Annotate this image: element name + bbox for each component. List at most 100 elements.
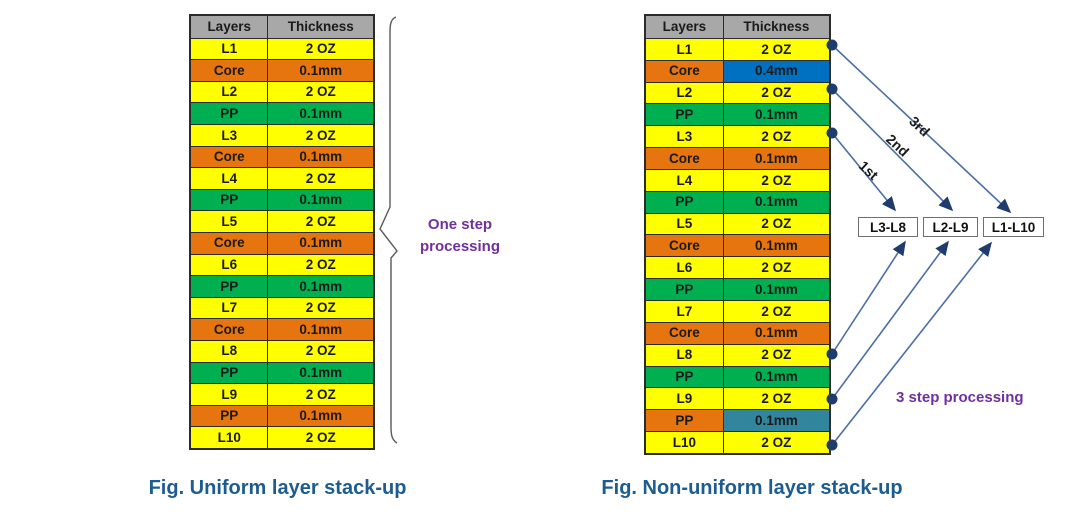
layer-name-cell: L5 <box>646 213 723 235</box>
layer-name-cell: L5 <box>191 211 268 232</box>
thickness-value-cell: 0.1mm <box>267 60 373 81</box>
layer-name-cell: L2 <box>191 81 268 103</box>
thickness-value-cell: 0.4mm <box>722 60 829 82</box>
layer-name-cell: L3 <box>191 124 268 146</box>
layer-name-cell: Core <box>646 60 723 82</box>
layer-name-cell: PP <box>191 189 268 211</box>
layer-name-cell: L1 <box>191 38 268 60</box>
layer-name-cell: L1 <box>646 38 723 60</box>
thickness-value-cell: 0.1mm <box>722 191 829 213</box>
thickness-value-cell: 0.1mm <box>722 410 829 432</box>
layer-name-cell: Core <box>191 60 268 81</box>
layer-name-cell: L7 <box>191 297 268 319</box>
thickness-value-cell: 2 OZ <box>267 38 373 60</box>
three-step-processing-note: 3 step processing <box>896 389 1024 406</box>
layer-name-cell: PP <box>191 362 268 384</box>
one-step-brace-icon <box>379 16 398 444</box>
layer-name-cell: L2 <box>646 82 723 104</box>
thickness-value-cell: 2 OZ <box>722 388 829 410</box>
thickness-value-cell: 0.1mm <box>267 319 373 340</box>
arrow-l8-to-box <box>831 240 906 355</box>
thickness-value-cell: 2 OZ <box>267 340 373 362</box>
layer-name-cell: L4 <box>646 169 723 191</box>
thickness-value-cell: 2 OZ <box>722 257 829 279</box>
table-header-row: Layers Thickness <box>646 16 829 38</box>
thickness-value-cell: 0.1mm <box>267 189 373 211</box>
thickness-value-cell: 2 OZ <box>722 344 829 366</box>
layer-name-cell: PP <box>646 366 723 388</box>
thickness-value-cell: 0.1mm <box>722 322 829 344</box>
thickness-value-cell: 2 OZ <box>267 81 373 103</box>
layer-name-cell: L9 <box>191 384 268 405</box>
thickness-value-cell: 0.1mm <box>267 146 373 168</box>
layer-name-cell: Core <box>646 148 723 169</box>
one-step-processing-note: One step processing <box>419 216 501 255</box>
thickness-value-cell: 0.1mm <box>267 362 373 384</box>
layer-name-cell: Core <box>191 232 268 254</box>
group-box-l3-l8: L3-L8 <box>858 217 918 237</box>
layer-name-cell: L6 <box>191 254 268 276</box>
thickness-value-cell: 2 OZ <box>267 254 373 276</box>
thickness-value-cell: 0.1mm <box>722 104 829 126</box>
thickness-value-cell: 2 OZ <box>267 168 373 189</box>
thickness-value-cell: 2 OZ <box>722 82 829 104</box>
thickness-value-cell: 0.1mm <box>267 405 373 427</box>
thickness-value-cell: 2 OZ <box>722 169 829 191</box>
layer-name-cell: L9 <box>646 388 723 410</box>
group-box-l1-l10: L1-L10 <box>983 217 1044 237</box>
arrow-label-1st: 1st <box>855 157 882 184</box>
layer-name-cell: L8 <box>191 340 268 362</box>
layer-name-cell: PP <box>646 191 723 213</box>
arrow-l9-to-box <box>831 240 949 400</box>
nonuniform-figure-caption: Fig. Non-uniform layer stack-up <box>601 477 903 499</box>
layer-name-cell: PP <box>191 405 268 427</box>
layer-name-cell: PP <box>646 104 723 126</box>
layers-header-cell: Layers <box>191 16 268 38</box>
layer-name-cell: L3 <box>646 126 723 148</box>
layer-name-cell: Core <box>646 322 723 344</box>
thickness-value-cell: 0.1mm <box>267 103 373 124</box>
thickness-value-cell: 2 OZ <box>267 384 373 405</box>
layer-name-cell: Core <box>646 235 723 257</box>
group-box-l2-l9: L2-L9 <box>923 217 978 237</box>
layer-name-cell: PP <box>646 410 723 432</box>
thickness-value-cell: 2 OZ <box>267 427 373 448</box>
layer-name-cell: L10 <box>191 427 268 448</box>
thickness-value-cell: 2 OZ <box>722 213 829 235</box>
layer-name-cell: Core <box>191 146 268 168</box>
layer-name-cell: PP <box>191 276 268 297</box>
layer-name-cell: L4 <box>191 168 268 189</box>
